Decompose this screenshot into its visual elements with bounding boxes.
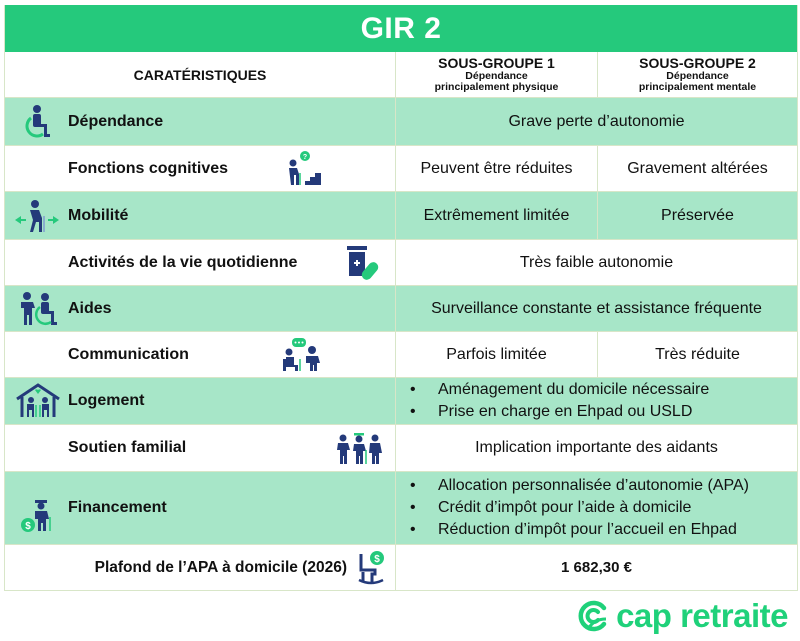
family-icon bbox=[337, 433, 382, 464]
row-plafond-apa: Plafond de l’APA à domicile (2026) $ 1 6… bbox=[5, 545, 797, 591]
row-label: Soutien familial bbox=[68, 439, 187, 456]
bullet-item: Crédit d’impôt pour l’aide à domicile bbox=[396, 497, 797, 519]
apa-ceiling-value: 1 682,30 € bbox=[561, 559, 632, 576]
row-label-cell: Soutien familial bbox=[5, 425, 396, 471]
subgroup-2-line1: Dépendance bbox=[666, 70, 729, 82]
row-soutien-familial: Soutien familial Implication importante … bbox=[5, 425, 797, 472]
row-financement: $ Financement Allocation personnalisée d… bbox=[5, 472, 797, 545]
header-subgroup-2: SOUS-GROUPE 2 Dépendance principalement … bbox=[598, 52, 797, 97]
row-label-cell: Communication bbox=[5, 332, 396, 377]
row-label-cell: Plafond de l’APA à domicile (2026) $ bbox=[5, 545, 396, 590]
subgroup-1-value: Peuvent être réduites bbox=[396, 146, 598, 191]
house-couple-icon bbox=[16, 383, 60, 417]
row-fonctions-cognitives: Fonctions cognitives ? Peuvent être rédu… bbox=[5, 146, 797, 192]
row-aides: Aides Surveillance constante et assistan… bbox=[5, 286, 797, 332]
row-label: Mobilité bbox=[68, 206, 129, 224]
header-subgroup-1: SOUS-GROUPE 1 Dépendance principalement … bbox=[396, 52, 598, 97]
bullet-item: Réduction d’impôt pour l’accueil en Ehpa… bbox=[396, 519, 797, 541]
bullet-item: Aménagement du domicile nécessaire bbox=[396, 379, 797, 401]
row-value: Aménagement du domicile nécessaire Prise… bbox=[396, 378, 797, 424]
header-row: CARATÉRISTIQUES SOUS-GROUPE 1 Dépendance… bbox=[5, 52, 797, 98]
elderly-stairs-question-icon: ? bbox=[289, 150, 321, 185]
row-label-cell: Logement bbox=[5, 378, 396, 424]
table-title: GIR 2 bbox=[5, 5, 797, 52]
medication-icon bbox=[347, 245, 379, 280]
row-label: Financement bbox=[68, 499, 167, 516]
row-value: Surveillance constante et assistance fré… bbox=[431, 299, 762, 317]
svg-text:$: $ bbox=[25, 521, 31, 532]
characteristics-label: CARATÉRISTIQUES bbox=[133, 66, 267, 83]
subgroup-1-title: SOUS-GROUPE 1 bbox=[438, 55, 555, 71]
row-label: Plafond de l’APA à domicile (2026) bbox=[94, 558, 347, 576]
bullet-item: Allocation personnalisée d’autonomie (AP… bbox=[396, 475, 797, 497]
subgroup-2-value: Préservée bbox=[661, 206, 734, 224]
row-mobilite: Mobilité Extrêmement limitée Préservée bbox=[5, 192, 797, 240]
row-activites-vie-quotidienne: Activités de la vie quotidienne Très fai… bbox=[5, 240, 797, 286]
subgroup-1-value: Extrêmement limitée bbox=[396, 192, 598, 239]
row-dependance: Dépendance Grave perte d’autonomie bbox=[5, 98, 797, 146]
row-value: Implication importante des aidants bbox=[475, 439, 718, 456]
row-label-cell: Dépendance bbox=[5, 98, 396, 145]
logo-text: cap retraite bbox=[616, 597, 788, 634]
row-communication: Communication Parfois limitée Très rédui… bbox=[5, 332, 797, 378]
row-label: Aides bbox=[68, 299, 112, 317]
subgroup-2-title: SOUS-GROUPE 2 bbox=[639, 55, 756, 71]
row-label: Communication bbox=[68, 345, 189, 363]
conversation-icon bbox=[283, 337, 320, 371]
subgroup-2-value: Très réduite bbox=[655, 345, 740, 363]
row-label: Logement bbox=[68, 392, 145, 409]
row-label-cell: Mobilité bbox=[5, 192, 396, 239]
logement-bullet-list: Aménagement du domicile nécessaire Prise… bbox=[396, 379, 797, 423]
subgroup-1-value: Parfois limitée bbox=[396, 332, 598, 377]
row-label: Dépendance bbox=[68, 112, 164, 130]
row-label: Activités de la vie quotidienne bbox=[68, 253, 298, 271]
elderly-walking-arrows-icon bbox=[15, 199, 59, 232]
row-value: Allocation personnalisée d’autonomie (AP… bbox=[396, 472, 797, 544]
elderly-money-icon: $ bbox=[21, 500, 51, 533]
row-value: Très faible autonomie bbox=[519, 253, 674, 271]
row-label: Fonctions cognitives bbox=[68, 159, 229, 177]
cap-retraite-logo: cap retraite bbox=[576, 597, 788, 635]
row-value: Grave perte d’autonomie bbox=[508, 112, 685, 130]
gir2-table: GIR 2 CARATÉRISTIQUES SOUS-GROUPE 1 Dépe… bbox=[4, 5, 798, 591]
svg-text:$: $ bbox=[374, 554, 380, 565]
bullet-item: Prise en charge en Ehpad ou USLD bbox=[396, 401, 797, 423]
row-label-cell: Fonctions cognitives ? bbox=[5, 146, 396, 191]
subgroup-2-value: Gravement altérées bbox=[627, 159, 768, 177]
wheelchair-icon bbox=[25, 104, 50, 137]
row-logement: Logement Aménagement du domicile nécessa… bbox=[5, 378, 797, 425]
header-characteristics: CARATÉRISTIQUES bbox=[5, 52, 396, 97]
rocking-chair-money-icon: $ bbox=[358, 550, 384, 584]
subgroup-1-line1: Dépendance bbox=[465, 70, 528, 82]
row-label-cell: $ Financement bbox=[5, 472, 396, 544]
row-label-cell: Activités de la vie quotidienne bbox=[5, 240, 396, 285]
svg-text:?: ? bbox=[303, 154, 307, 161]
caregiver-wheelchair-icon bbox=[21, 291, 57, 325]
cap-retraite-logo-icon bbox=[578, 600, 607, 632]
subgroup-2-line2: principalement mentale bbox=[638, 81, 757, 93]
row-label-cell: Aides bbox=[5, 286, 396, 331]
subgroup-1-line2: principalement physique bbox=[434, 81, 559, 93]
financement-bullet-list: Allocation personnalisée d’autonomie (AP… bbox=[396, 475, 797, 541]
